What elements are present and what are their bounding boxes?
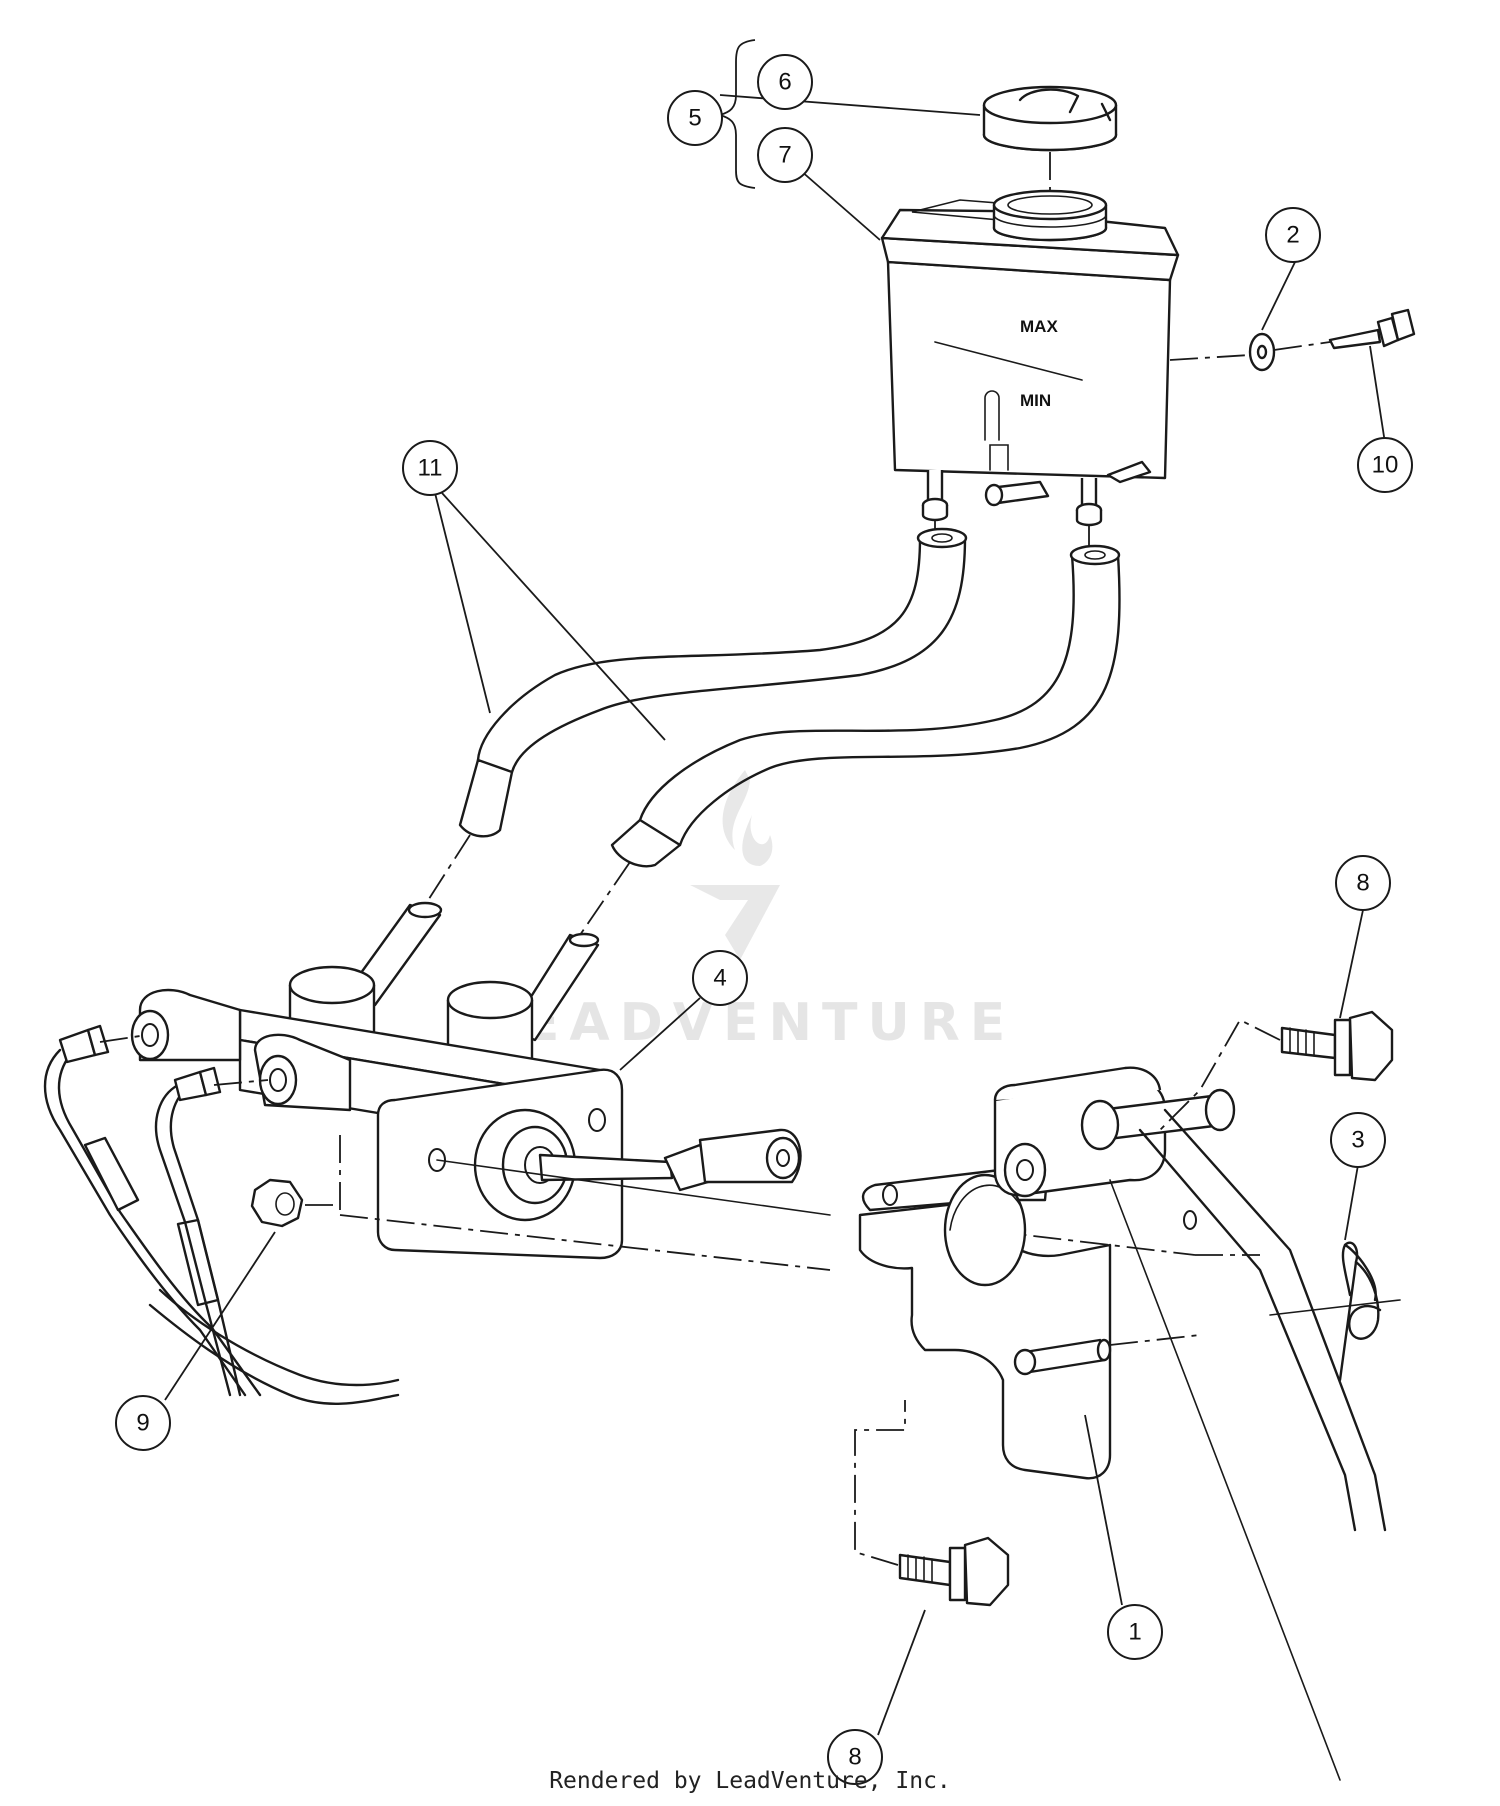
- svg-text:6: 6: [778, 69, 791, 96]
- max-level-label: MAX: [1020, 317, 1058, 336]
- leader-8a: [1339, 909, 1364, 1019]
- leader-11b: [441, 492, 666, 741]
- leader-10: [1369, 345, 1386, 444]
- bolt-lower-line: [854, 1400, 906, 1566]
- callout-9: 9: [115, 1395, 171, 1451]
- hose-line-left: [424, 834, 471, 906]
- brake-pedal-arm: [993, 1066, 1387, 1781]
- callout-11: 11: [402, 440, 458, 496]
- svg-text:1: 1: [1128, 1619, 1141, 1646]
- svg-text:4: 4: [713, 965, 726, 992]
- cylinder-axis-line: [436, 1159, 831, 1216]
- fitting-line-left: [99, 1035, 141, 1043]
- callout-5: 5: [667, 90, 723, 146]
- washer: [1248, 332, 1276, 372]
- fitting-line-right: [213, 1079, 269, 1086]
- leader-3: [1344, 1164, 1359, 1241]
- leader-2: [1261, 259, 1297, 331]
- bolt-lower: [898, 1536, 1010, 1607]
- svg-text:2: 2: [1286, 222, 1299, 249]
- brake-lines: [43, 1048, 400, 1405]
- screw-alignment-line: [1273, 341, 1331, 351]
- svg-text:7: 7: [778, 142, 791, 169]
- reservoir-cap: [982, 85, 1118, 152]
- svg-text:11: 11: [418, 455, 443, 482]
- svg-text:8: 8: [1356, 870, 1369, 897]
- callout-10: 10: [1357, 437, 1413, 493]
- pin-line: [1109, 1334, 1201, 1346]
- callout-7: 7: [757, 127, 813, 183]
- svg-text:3: 3: [1351, 1127, 1364, 1154]
- leader-7: [799, 169, 881, 241]
- leader-9: [164, 1231, 276, 1401]
- callout-8-lower: 8: [827, 1729, 883, 1785]
- brake-fluid-reservoir: MAX MIN: [880, 189, 1180, 527]
- callout-4: 4: [692, 950, 748, 1006]
- leader-8b: [877, 1609, 926, 1736]
- leader-4: [619, 997, 701, 1071]
- reservoir-hoses: [458, 527, 1121, 868]
- hose-line-right: [579, 861, 631, 936]
- svg-text:8: 8: [848, 1744, 861, 1771]
- bolt-upper-line: [1159, 1018, 1281, 1131]
- min-level-label: MIN: [1020, 391, 1051, 410]
- leader-11a: [434, 492, 491, 714]
- push-rod: [538, 1128, 802, 1192]
- callout-8-upper: 8: [1335, 855, 1391, 911]
- callout-3: 3: [1330, 1112, 1386, 1168]
- clip-line: [1269, 1299, 1401, 1316]
- callout-5-bracket: [716, 39, 756, 189]
- line-fitting-right: [173, 1066, 222, 1102]
- watermark-text: LEADVENTURE: [481, 993, 1016, 1053]
- line-fitting-left: [58, 1024, 110, 1064]
- washer-alignment-line: [1169, 354, 1251, 361]
- svg-text:5: 5: [688, 105, 701, 132]
- callout-2: 2: [1265, 207, 1321, 263]
- bolt-upper: [1280, 1010, 1394, 1082]
- leadventure-watermark: LEADVENTURE: [481, 770, 1016, 1053]
- leader-1: [1084, 1414, 1123, 1606]
- svg-text:10: 10: [1372, 452, 1399, 479]
- mounting-screw: [1328, 308, 1416, 350]
- callout-1: 1: [1107, 1604, 1163, 1660]
- callout-6: 6: [757, 54, 813, 110]
- master-cylinder: [130, 901, 624, 1260]
- leader-6: [719, 94, 981, 116]
- hairpin-clip: [1338, 1241, 1382, 1382]
- hex-nut: [250, 1178, 304, 1228]
- mount-axis-line: [339, 1135, 1260, 1271]
- clevis-pin: [1013, 1338, 1112, 1376]
- svg-text:9: 9: [136, 1410, 149, 1437]
- footer-credit: Rendered by LeadVenture, Inc.: [549, 1768, 951, 1794]
